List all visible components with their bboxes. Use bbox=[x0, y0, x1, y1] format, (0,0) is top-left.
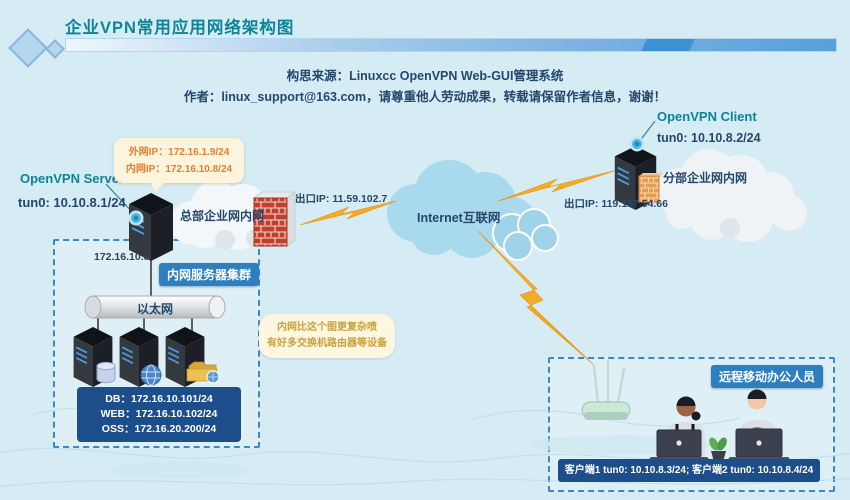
cluster-ip-web: WEB：172.16.10.102/24 bbox=[100, 408, 218, 420]
credit-source: 构思来源：Linuxcc OpenVPN Web-GUI管理系统 bbox=[286, 69, 564, 83]
ethernet-pipe bbox=[84, 295, 226, 319]
hq-tun0-label: tun0: 10.10.8.1/24 bbox=[18, 195, 126, 210]
openvpn-server-label: OpenVPN Server bbox=[20, 171, 125, 186]
branch-tun0-label: tun0: 10.10.8.2/24 bbox=[657, 131, 761, 145]
ethernet-label: 以太网 bbox=[136, 302, 173, 316]
laptop-right bbox=[725, 428, 793, 462]
credit-author: 作者：linux_support@163.com，请尊重他人劳动成果，转载请保留… bbox=[183, 90, 667, 104]
page-title: 企业VPN常用应用网络架构图 bbox=[65, 19, 295, 37]
cluster-badge: 内网服务器集群 bbox=[159, 263, 260, 286]
branch-vpn-endpoint-dot bbox=[629, 136, 645, 152]
folder-icon bbox=[186, 361, 220, 384]
internet-cloud-accent bbox=[492, 208, 559, 261]
header-bar bbox=[65, 38, 837, 52]
plant-icon bbox=[709, 437, 727, 460]
database-icon bbox=[96, 361, 116, 384]
hq-vpn-endpoint-dot bbox=[128, 210, 144, 226]
callout-tail bbox=[150, 181, 166, 192]
intranet-note-bubble: 内网比这个图更复杂喷 有好多交换机路由器等设备 bbox=[259, 314, 395, 358]
lightning-bolt-internet-remote bbox=[477, 230, 595, 366]
globe-icon bbox=[140, 364, 162, 386]
callout-wan-ip: 外网IP：172.16.1.9/24 bbox=[128, 147, 230, 158]
hq-exit-ip-label: 出口IP: 11.59.102.7 bbox=[295, 193, 388, 205]
openvpn-client-label: OpenVPN Client bbox=[657, 109, 757, 124]
firewall-icon bbox=[252, 191, 297, 247]
branch-exit-ip-label: 出口IP: 119.157.54.66 bbox=[564, 198, 668, 210]
branch-firewall-icon bbox=[638, 173, 663, 203]
branch-cloud-shape bbox=[656, 149, 807, 242]
callout-lan-ip: 内网IP：172.16.10.8/24 bbox=[125, 164, 233, 175]
cluster-ip-oss: OSS：172.16.20.200/24 bbox=[101, 423, 217, 435]
hq-lan-ip-label: 172.16.10.8 bbox=[94, 251, 150, 263]
cluster-ip-db: DB：172.16.10.101/24 bbox=[105, 393, 213, 405]
hq-ip-callout: 外网IP：172.16.1.9/24 内网IP：172.16.10.8/24 bbox=[114, 138, 244, 192]
remote-badge: 远程移动办公人员 bbox=[711, 365, 824, 388]
note-line-2: 有好多交换机路由器等设备 bbox=[267, 338, 387, 349]
hq-cloud-label: 总部企业网内网 bbox=[180, 209, 265, 223]
branch-cloud-label: 分部企业网内网 bbox=[663, 171, 748, 185]
internet-label: Internet互联网 bbox=[417, 211, 501, 225]
router-icon bbox=[581, 360, 631, 420]
note-line-1: 内网比这个图更复杂喷 bbox=[277, 322, 377, 333]
lightning-bolt-hq-internet bbox=[299, 200, 397, 226]
remote-clients-bar: 客户端1 tun0: 10.10.8.3/24; 客户端2 tun0: 10.1… bbox=[558, 459, 820, 482]
cluster-ip-panel: DB：172.16.10.101/24 WEB：172.16.10.102/24… bbox=[77, 387, 241, 442]
